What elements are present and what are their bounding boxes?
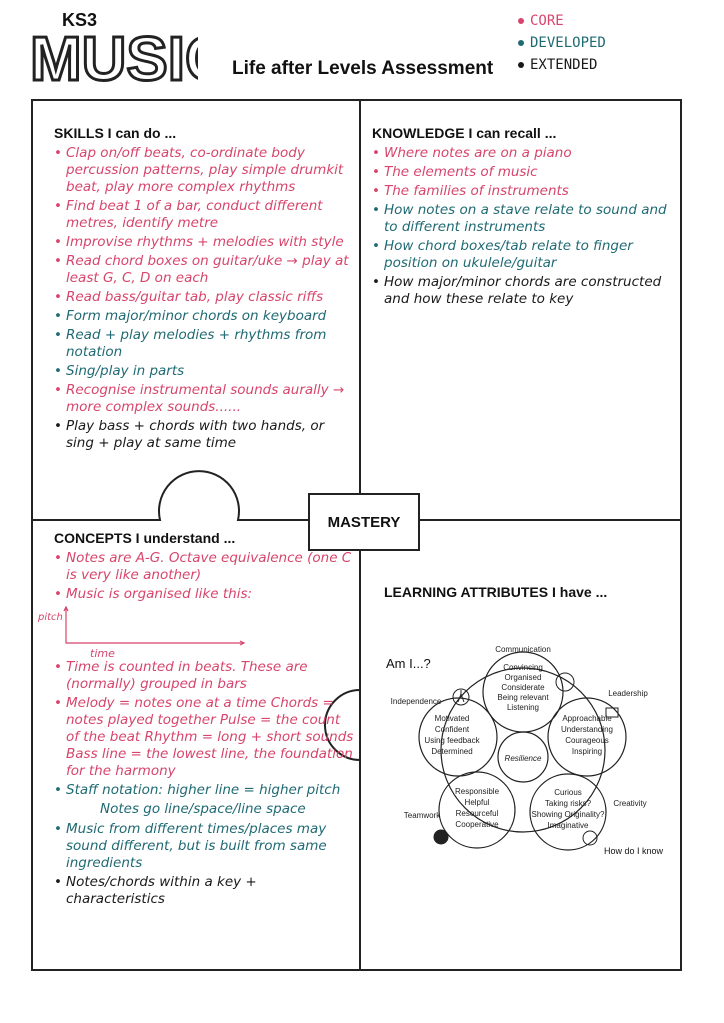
- legend-developed: DEVELOPED: [518, 32, 606, 54]
- list-item: Music is organised like this:: [54, 586, 354, 603]
- attribute-text: Understanding: [561, 725, 613, 734]
- legend-core: CORE: [518, 10, 606, 32]
- list-item: Notes/chords within a key + characterist…: [54, 874, 354, 908]
- independence-label: Independence: [391, 697, 442, 706]
- attribute-text: Showing Originality?: [532, 810, 605, 819]
- resilience-label: Resilience: [505, 754, 542, 763]
- knowledge-panel: KNOWLEDGE I can recall ... Where notes a…: [372, 125, 674, 310]
- list-item: How notes on a stave relate to sound and…: [372, 202, 674, 236]
- am-i-label: Am I...?: [386, 656, 431, 671]
- list-item: How major/minor chords are constructed a…: [372, 274, 674, 308]
- resilience-circle: [497, 731, 549, 783]
- list-item: Read + play melodies + rhythms from nota…: [54, 327, 354, 361]
- skills-list: Clap on/off beats, co-ordinate body perc…: [54, 145, 354, 452]
- how-do-i-know-label: How do I know: [604, 846, 664, 856]
- ks3-label: KS3: [62, 10, 98, 30]
- list-item: Find beat 1 of a bar, conduct different …: [54, 198, 354, 232]
- list-item: How chord boxes/tab relate to finger pos…: [372, 238, 674, 272]
- horizontal-divider-left: [32, 470, 308, 521]
- skills-heading: SKILLS I can do ...: [54, 125, 177, 141]
- page-subtitle: Life after Levels Assessment: [232, 58, 494, 79]
- attribute-text: Curious: [554, 788, 582, 797]
- legend-dot-icon: [518, 18, 524, 24]
- attribute-text: Convincing: [503, 663, 543, 672]
- legend-extended: EXTENDED: [518, 54, 606, 76]
- person-icon: [452, 688, 470, 706]
- legend-dot-icon: [518, 40, 524, 46]
- attribute-text: Imaginative: [548, 821, 589, 830]
- knowledge-heading: KNOWLEDGE I can recall ...: [372, 125, 557, 141]
- attribute-text: Taking risks?: [545, 799, 592, 808]
- concepts-panel: CONCEPTS I understand ... Notes are A-G.…: [38, 530, 354, 910]
- knowledge-list: Where notes are on a piano The elements …: [372, 145, 674, 308]
- list-item: Recognise instrumental sounds aurally → …: [54, 382, 354, 416]
- list-item: Clap on/off beats, co-ordinate body perc…: [54, 145, 354, 196]
- list-item: Read bass/guitar tab, play classic riffs: [54, 289, 354, 306]
- legend-dot-icon: [518, 62, 524, 68]
- level-legend: CORE DEVELOPED EXTENDED: [518, 10, 606, 76]
- pitch-time-axes: [63, 605, 246, 646]
- mastery-box: MASTERY: [308, 493, 420, 551]
- pitch-time-sketch: pitch time: [38, 605, 354, 660]
- music-logo: MUSIC: [29, 24, 199, 91]
- outer-ring: [440, 667, 606, 833]
- list-item: The elements of music: [372, 164, 674, 181]
- attribute-text: Determined: [431, 747, 472, 756]
- attribute-text: Approachable: [562, 714, 612, 723]
- list-item: Notes are A-G. Octave equivalence (one C…: [54, 550, 354, 584]
- outer-border: [31, 99, 682, 971]
- teamwork-label: Teamwork: [404, 811, 441, 820]
- puzzle-piece-icon: [433, 829, 449, 845]
- attribute-text: Resourceful: [456, 809, 499, 818]
- list-item: Improvise rhythms + melodies with style: [54, 234, 354, 251]
- independence-circle: [418, 697, 498, 777]
- attribute-text: Responsible: [455, 787, 500, 796]
- creativity-circle: [529, 773, 607, 851]
- list-item: Play bass + chords with two hands, or si…: [54, 418, 354, 452]
- logo-text: MUSIC: [30, 25, 198, 90]
- lightbulb-icon: [582, 830, 598, 846]
- list-item: Form major/minor chords on keyboard: [54, 308, 354, 325]
- list-item: Melody = notes one at a time Chords = no…: [54, 695, 354, 780]
- attribute-text: Listening: [507, 703, 539, 712]
- concepts-list: Notes are A-G. Octave equivalence (one C…: [38, 550, 354, 908]
- signpost-icon: [605, 707, 619, 718]
- teamwork-circle: [438, 771, 516, 849]
- list-item: The families of instruments: [372, 183, 674, 200]
- speech-bubble-icon: [555, 672, 575, 692]
- attribute-text: Cooperative: [455, 820, 499, 829]
- list-item: Time is counted in beats. These are (nor…: [54, 659, 354, 693]
- time-label: time: [90, 647, 115, 660]
- learning-heading: LEARNING ATTRIBUTES I have ...: [384, 584, 608, 600]
- communication-label: Communication: [495, 645, 551, 654]
- list-item: Read chord boxes on guitar/uke → play at…: [54, 253, 354, 287]
- list-item: Sing/play in parts: [54, 363, 354, 380]
- attribute-text: Considerate: [501, 683, 545, 692]
- skills-panel: SKILLS I can do ... Clap on/off beats, c…: [54, 125, 354, 454]
- attribute-text: Courageous: [565, 736, 609, 745]
- concepts-heading: CONCEPTS I understand ...: [54, 530, 236, 546]
- list-item: Staff notation: higher line = higher pit…: [54, 782, 354, 799]
- leadership-circle: [547, 697, 627, 777]
- attributes-diagram: Communication Convincing Organised Consi…: [391, 645, 648, 851]
- attribute-text: Inspiring: [572, 747, 602, 756]
- attribute-text: Organised: [505, 673, 542, 682]
- pitch-label: pitch: [38, 612, 63, 623]
- list-item: Where notes are on a piano: [372, 145, 674, 162]
- attribute-text: Being relevant: [497, 693, 549, 702]
- staff-note: Notes go line/space/line space: [100, 801, 306, 817]
- attribute-text: Confident: [435, 725, 470, 734]
- person-figure-icon: [457, 690, 465, 703]
- attribute-text: Using feedback: [424, 736, 480, 745]
- attribute-text: Motivated: [435, 714, 470, 723]
- creativity-label: Creativity: [613, 799, 646, 808]
- attribute-text: Helpful: [465, 798, 490, 807]
- leadership-label: Leadership: [608, 689, 648, 698]
- list-item: Music from different times/places may so…: [54, 821, 354, 872]
